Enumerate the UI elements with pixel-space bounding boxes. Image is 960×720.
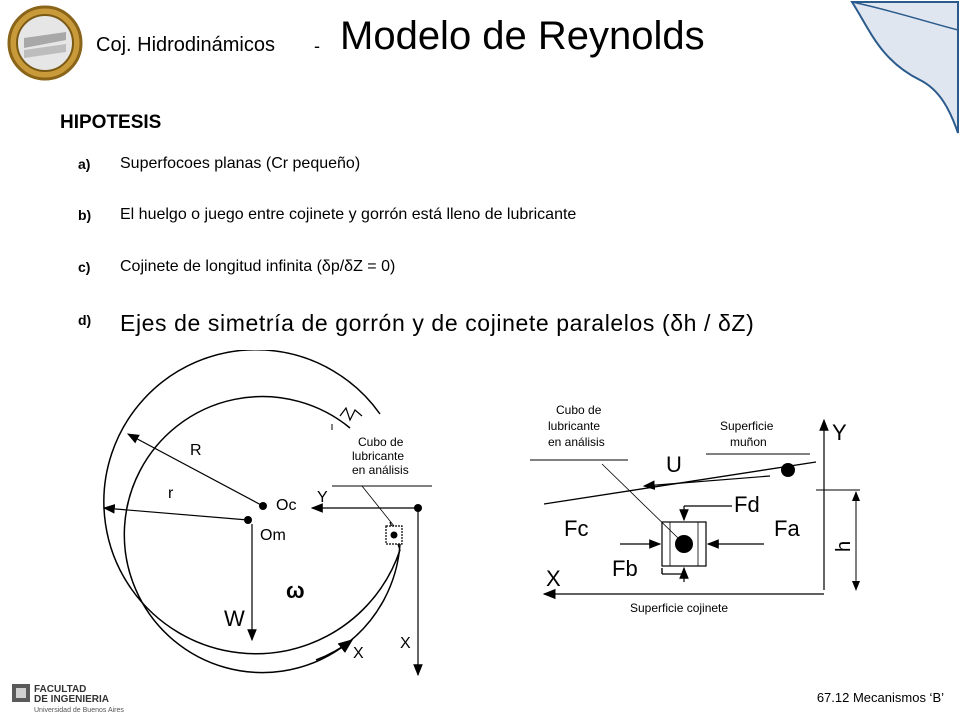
surface-top-label-1: Superficie [720, 419, 774, 433]
cube-label-3: en análisis [548, 435, 605, 449]
university-seal-logo [7, 5, 83, 81]
faculty-logo: FACULTAD DE INGENIERIA Universidad de Bu… [12, 684, 124, 714]
center-Om [244, 516, 252, 524]
velocity-U-arrow [642, 475, 771, 490]
cube-label-1: Cubo de [556, 403, 602, 417]
label-omega: ω [286, 578, 305, 603]
surface-top-label-2: muñon [730, 435, 767, 449]
hypothesis-text-c: Cojinete de longitud infinita (δp/δZ = 0… [120, 258, 396, 275]
section-title: HIPOTESIS [60, 112, 162, 133]
hypothesis-label-c: c) [78, 259, 91, 275]
page-curl-decoration [850, 0, 959, 134]
label-Y: Y [832, 420, 847, 445]
hypothesis-text-a: Superfocoes planas (Cr pequeño) [120, 155, 361, 172]
cube-label-3: en análisis [352, 463, 409, 477]
header-title: Modelo de Reynolds [340, 14, 705, 58]
label-U: U [666, 452, 682, 477]
label-h: h [833, 541, 855, 552]
label-Fd: Fd [734, 492, 760, 517]
center-Oc [259, 502, 267, 510]
hypothesis-label-b: b) [78, 207, 92, 223]
cube-label-2: lubricante [548, 419, 600, 433]
cube-label-2: lubricante [352, 449, 404, 463]
label-X-bottom: X [400, 635, 411, 652]
label-Fb: Fb [612, 556, 638, 581]
hypothesis-label-a: a) [78, 156, 91, 172]
label-Oc: Oc [276, 497, 296, 514]
bearing-outer-arc [103, 350, 401, 655]
label-W: W [224, 606, 245, 631]
course-footer: 67.12 Mecanismos ‘B’ [816, 690, 944, 705]
surface-bottom-label: Superficie cojinete [630, 601, 728, 615]
label-X: X [546, 566, 561, 591]
label-r: r [168, 485, 174, 502]
journal-bearing-diagram: R r Oc Om Y W ω X X Cubo de lubricante e… [102, 350, 432, 677]
label-Fc: Fc [564, 516, 588, 541]
radius-r-line [102, 504, 249, 521]
label-R: R [190, 442, 202, 459]
label-X-arc: X [353, 645, 364, 662]
cube-label-1: Cubo de [358, 435, 404, 449]
header-separator: - [314, 36, 320, 56]
hypothesis-text-d: Ejes de simetría de gorrón y de cojinete… [120, 310, 755, 336]
hypothesis-label-d: d) [78, 312, 92, 328]
svg-text:DE INGENIERIA: DE INGENIERIA [34, 694, 109, 705]
label-Om: Om [260, 527, 286, 544]
lubricant-cube-forces-diagram: Cubo de lubricante en análisis Superfici… [530, 403, 860, 615]
header-subtitle: Coj. Hidrodinámicos [96, 34, 275, 56]
hypothesis-text-b: El huelgo o juego entre cojinete y gorró… [120, 206, 577, 223]
label-Fa: Fa [774, 516, 800, 541]
label-Y: Y [317, 489, 328, 506]
radius-R-line [126, 433, 264, 507]
svg-text:FACULTAD: FACULTAD [34, 684, 86, 695]
svg-text:Universidad de Buenos Aires: Universidad de Buenos Aires [34, 707, 124, 714]
